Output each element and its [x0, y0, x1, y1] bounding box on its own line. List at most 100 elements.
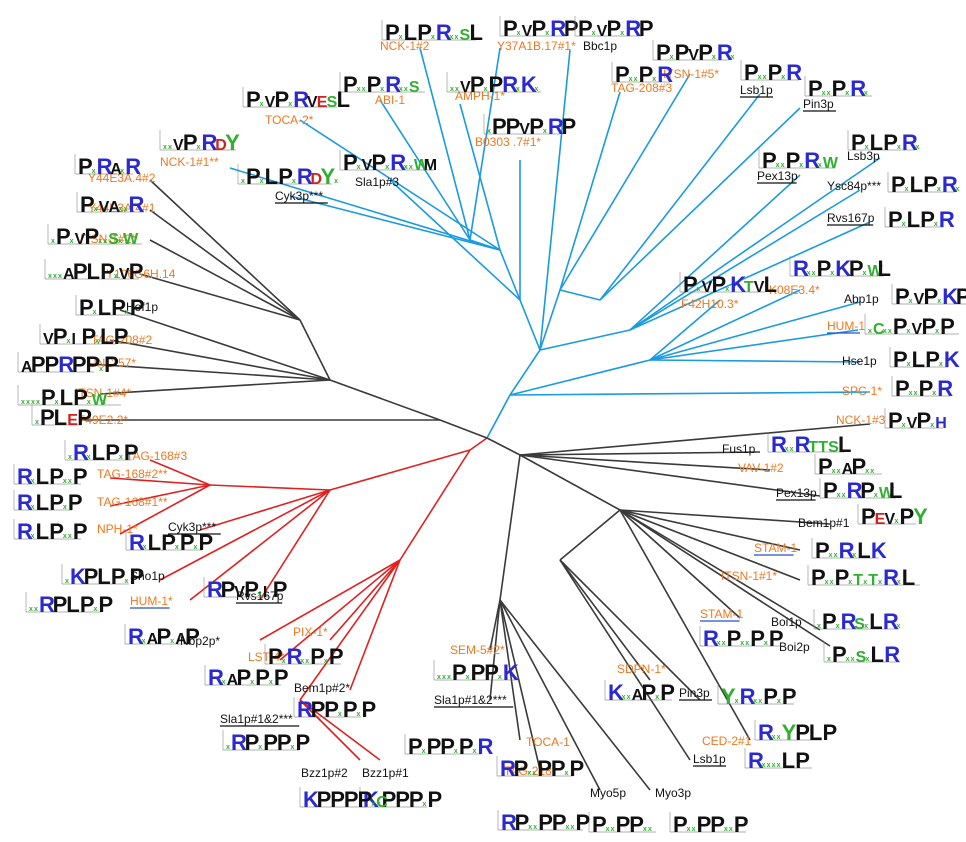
logo-residue: P: [130, 295, 145, 320]
logo-residue-small: x: [930, 422, 934, 429]
logo-residue: Y: [913, 504, 928, 529]
logo-residue: R: [703, 626, 719, 651]
logo-residue: P: [268, 644, 283, 669]
logo-residue: P: [183, 130, 198, 155]
logo-residue: P: [917, 408, 932, 433]
logo-residue-small: x: [95, 338, 99, 345]
logo-residue-small: x: [31, 504, 35, 511]
logo-residue: P: [246, 87, 261, 112]
leaf-label: Y44E3A.4#1: [88, 201, 156, 215]
logo-residue: P: [111, 295, 126, 320]
logo-residue: P: [273, 577, 288, 602]
leaf-branch: [629, 174, 801, 331]
logo-residue-small: x: [68, 478, 72, 485]
logo-residue-small: x: [92, 168, 96, 175]
logo-residue: P: [80, 592, 95, 617]
logo-residue-small: x: [897, 144, 901, 151]
logo-residue-small: x: [300, 658, 304, 665]
leaf-label: Boi2p: [779, 640, 810, 654]
logo-residue: P: [130, 564, 145, 589]
logo-residue-small: x: [120, 168, 124, 175]
internal-branch: [329, 449, 471, 491]
logo-residue-small: x: [670, 54, 674, 61]
logo-residue: R: [297, 164, 313, 189]
logo-residue: P: [514, 756, 529, 781]
leaf-branch: [489, 599, 501, 701]
logo-residue-small: x: [194, 544, 198, 551]
logo-residue-small: x: [643, 826, 647, 833]
logo-residue: P: [53, 324, 68, 349]
logo-residue: P: [744, 60, 759, 85]
logo-residue-small: x: [758, 74, 762, 81]
logo-residue: L: [857, 538, 870, 563]
logo-residue: P: [893, 347, 908, 372]
leaf-label: SEM-5#2*: [450, 643, 505, 657]
logo-residue: V: [99, 199, 110, 216]
logo-residue: T: [853, 572, 863, 589]
internal-branch: [299, 559, 401, 701]
logo-residue: P: [861, 504, 876, 529]
leaf-label: UNC-57*: [88, 356, 136, 370]
leaf-label: Bem1p#1: [798, 516, 850, 530]
logo-residue-small: x: [450, 86, 454, 93]
logo-residue-small: x: [442, 674, 446, 681]
logo-residue-small: x: [102, 399, 106, 406]
logo-residue: P: [53, 592, 68, 617]
logo-residue: P: [895, 284, 910, 309]
logo-residue: L: [54, 405, 67, 430]
logo-residue: R: [128, 624, 144, 649]
leaf-branch: [519, 423, 871, 456]
logo-residue: P: [49, 464, 64, 489]
logo-residue: V: [885, 511, 896, 528]
logo-residue: R: [500, 756, 516, 781]
logo-residue: D: [311, 171, 323, 188]
logo-residue: R: [847, 478, 863, 503]
leaf-branch: [619, 509, 801, 581]
logo-residue-small: x: [565, 770, 569, 777]
logo-residue: P: [73, 519, 88, 544]
logo-residue: V: [754, 279, 765, 296]
logo-residue: P: [860, 478, 875, 503]
logo-residue: K: [871, 538, 887, 563]
logo-residue-small: x: [543, 128, 547, 135]
logo-residue-small: x: [450, 34, 454, 41]
logo-residue: P: [278, 164, 293, 189]
logo-residue-small: x: [118, 206, 122, 213]
logo-residue: L: [764, 272, 777, 297]
leaf-label: Lsb3p: [847, 149, 880, 163]
logo-residue-small: x: [68, 533, 72, 540]
logo-residue-small: x: [827, 90, 831, 97]
logo-residue: P: [849, 256, 864, 281]
leaf-branch: [499, 599, 651, 791]
logo-residue: P: [99, 592, 114, 617]
logo-residue: R: [804, 148, 820, 173]
logo-residue: T: [868, 572, 878, 589]
logo-residue-small: x: [772, 734, 776, 741]
logo-residue-small: x: [781, 162, 785, 169]
logo-residue-small: x: [288, 101, 292, 108]
logo-residue-small: x: [864, 90, 868, 97]
leaf-label: ABI-1: [375, 93, 405, 107]
leaf-label: Bbc1p: [583, 39, 617, 53]
leaf-label: Sla1p#3: [355, 175, 399, 189]
logo-residue-small: x: [65, 578, 69, 585]
logo-residue: C: [873, 321, 885, 338]
logo-residue: R: [385, 72, 401, 97]
leaf-label: Myo5p: [590, 786, 626, 800]
logo-residue: P: [891, 172, 906, 197]
logo-residue: A: [227, 672, 239, 689]
logo-residue-small: x: [125, 578, 129, 585]
leaf-label: NPH-1*: [97, 522, 138, 536]
